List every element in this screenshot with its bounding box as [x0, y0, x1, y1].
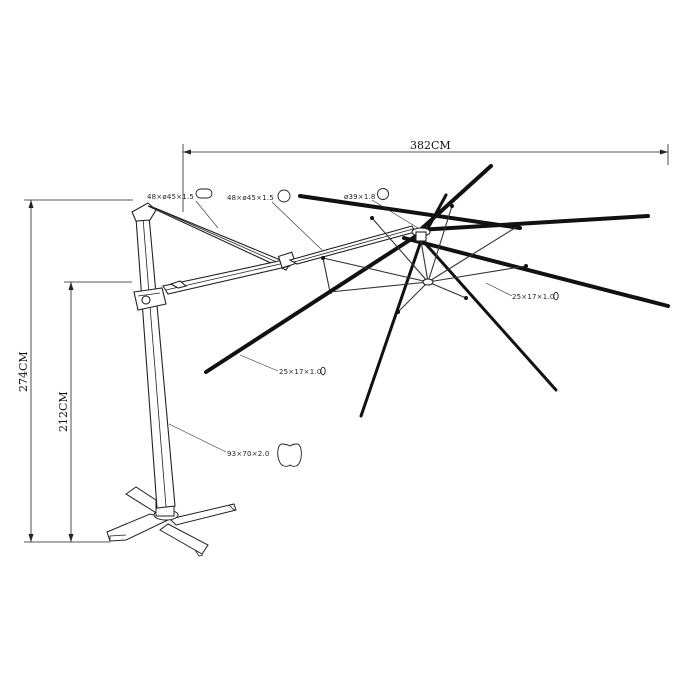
spec-rib-right: 25×17×1.0	[485, 282, 559, 301]
rib-section-icon-right	[553, 291, 559, 301]
spec-pole: 93×70×2.0	[168, 423, 302, 467]
spec-arm-upper: 48×ø45×1.5	[147, 188, 219, 229]
rib-section-icon-left	[320, 366, 326, 376]
round-section-icon-small	[377, 188, 389, 200]
spec-arm-tube: 48×ø45×1.5	[227, 189, 323, 251]
spec-pole-label: 93×70×2.0	[227, 450, 269, 458]
total-height-dimension: 274CM	[17, 199, 133, 543]
clearance-height-dimension: 212CM	[57, 281, 132, 542]
total-height-label: 274CM	[17, 351, 30, 392]
width-label: 382CM	[410, 139, 451, 152]
canopy-ribs	[204, 164, 670, 418]
width-dimension: 382CM	[182, 139, 669, 212]
spec-arm-upper-label: 48×ø45×1.5	[147, 193, 194, 201]
spec-rib-left: 25×17×1.0	[239, 354, 326, 376]
clearance-height-label: 212CM	[57, 391, 70, 432]
canopy-struts	[321, 204, 528, 314]
spec-hub-tube: ø39×1.8	[344, 188, 419, 229]
pole-section-icon	[277, 443, 302, 467]
spec-rib-left-label: 25×17×1.0	[279, 368, 321, 376]
spec-hub-tube-label: ø39×1.8	[344, 193, 376, 201]
spec-rib-right-label: 25×17×1.0	[512, 293, 554, 301]
cantilever-arm	[147, 205, 416, 295]
spec-arm-tube-label: 48×ø45×1.5	[227, 194, 274, 202]
round-section-icon	[277, 189, 291, 203]
main-pole	[131, 202, 176, 509]
oval-section-icon	[195, 188, 213, 199]
